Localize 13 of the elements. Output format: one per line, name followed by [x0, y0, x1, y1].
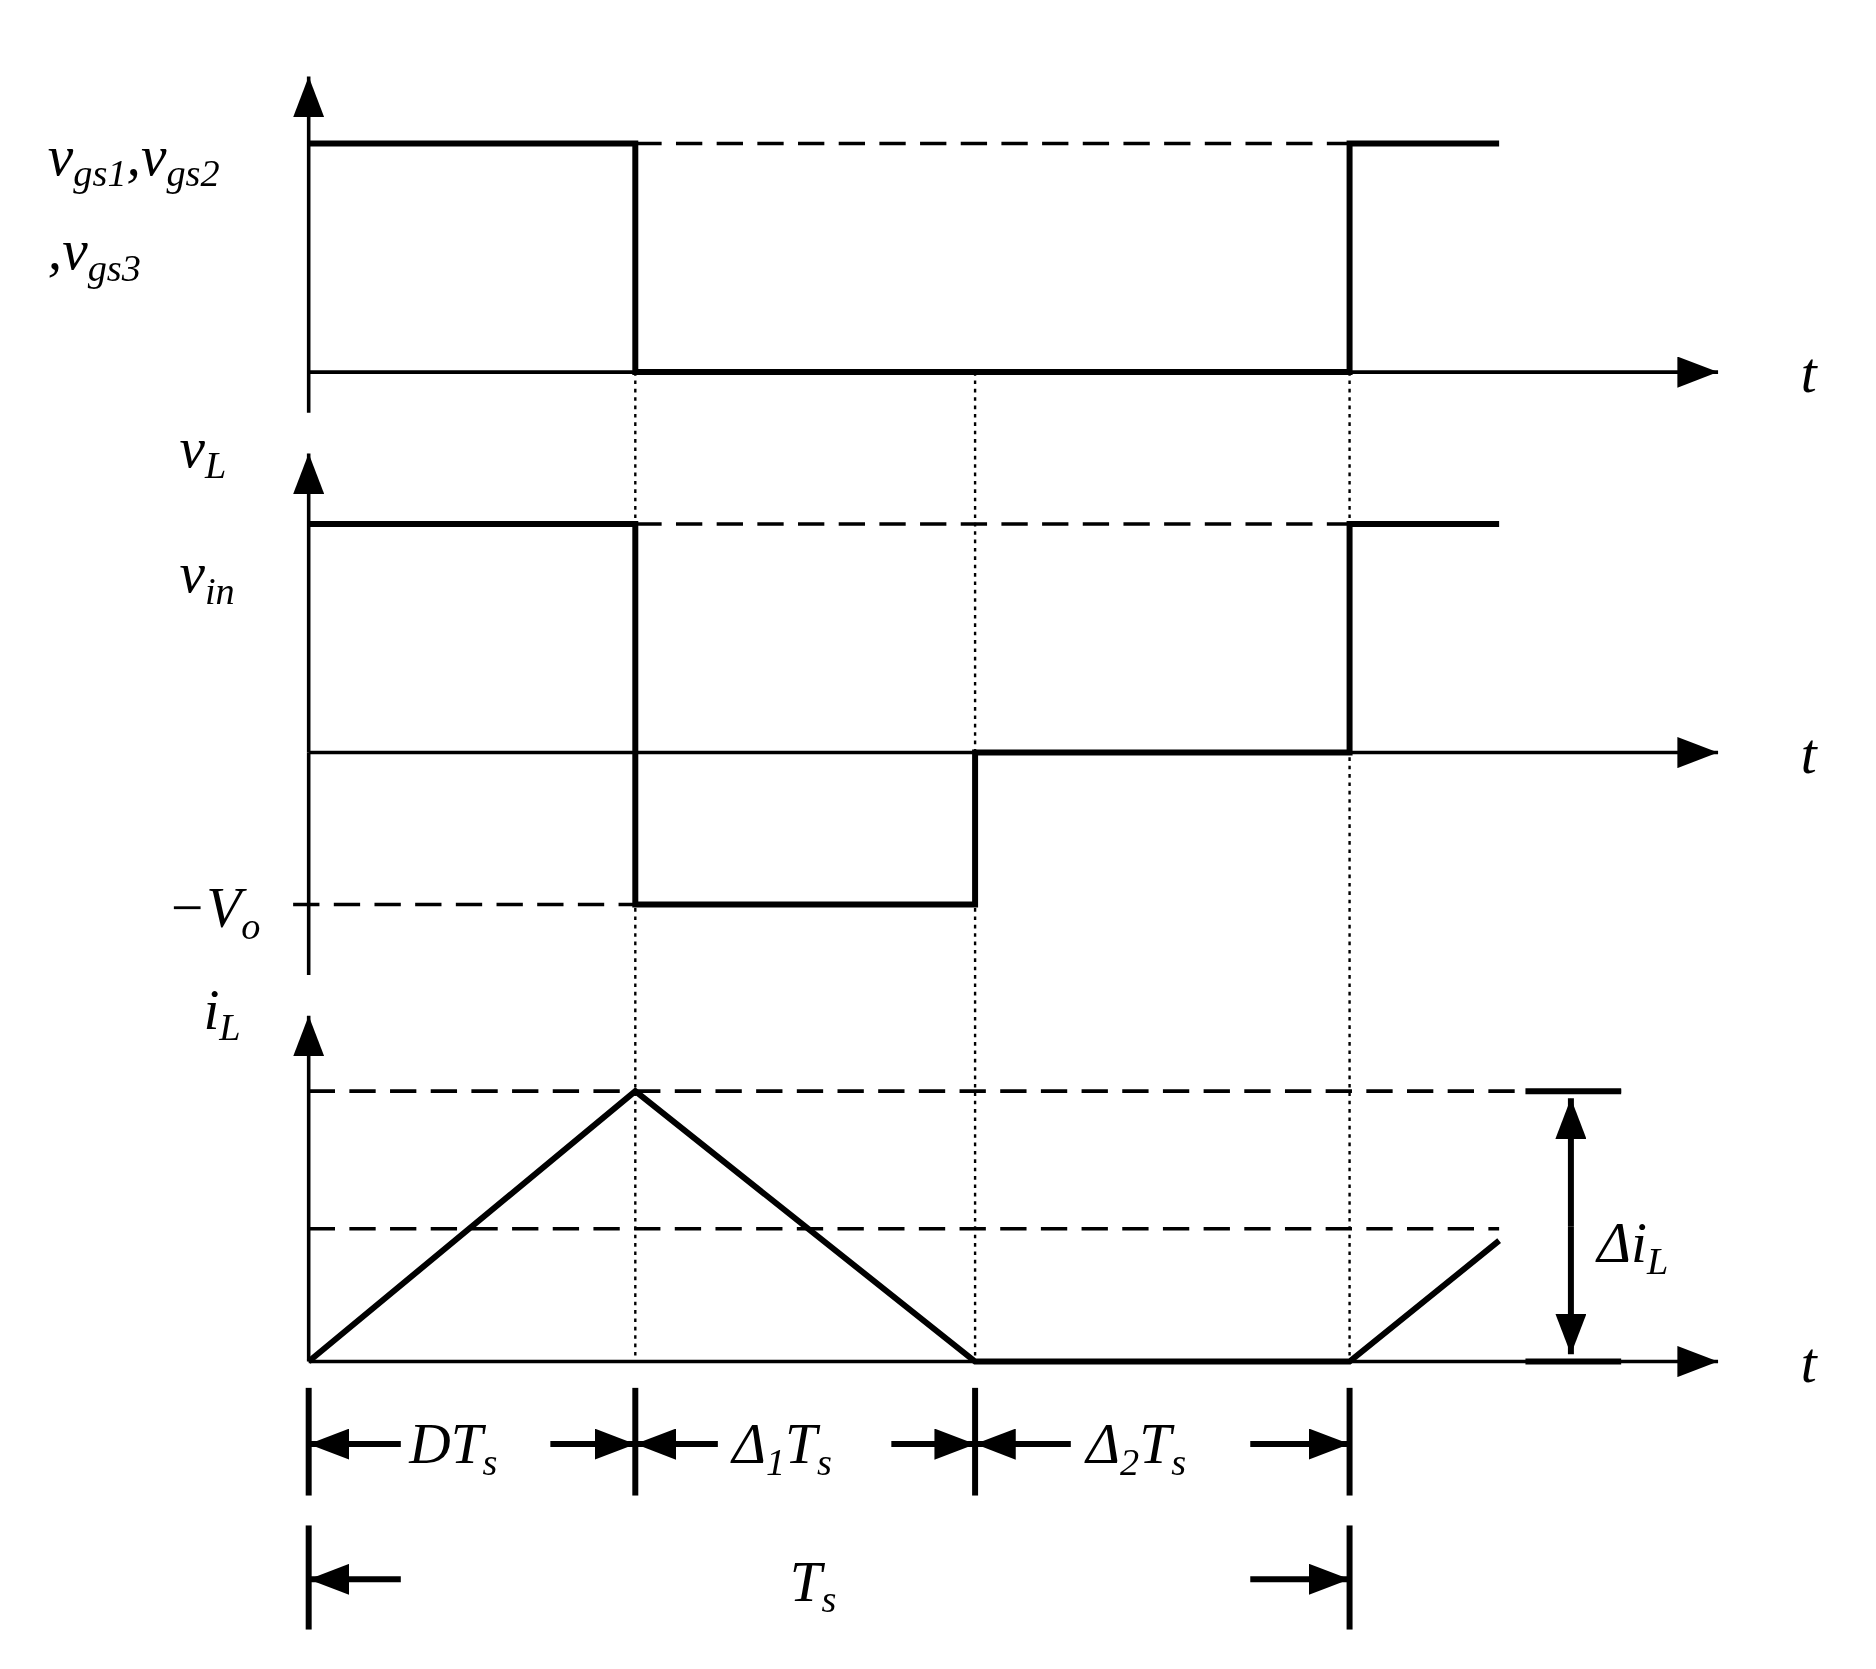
axis-label: t	[1800, 344, 1817, 402]
dimension-label: Δi$_{L}$	[1597, 1214, 1669, 1280]
dimension-label: Δ$_{2}$T$_{s}$	[1086, 1415, 1187, 1481]
axis-label: t	[1800, 725, 1817, 783]
level-label: −V$_{o}$	[167, 879, 261, 945]
dimension-label: DT$_{s}$	[409, 1415, 498, 1481]
dimension-label: T$_{s}$	[789, 1552, 837, 1619]
dimension-label: Δ$_{1}$T$_{s}$	[732, 1415, 832, 1481]
axis-label: t	[1800, 1334, 1817, 1392]
signal-label: v$_{gs1}$,v$_{gs2}$ ,v$_{gs3}$	[47, 122, 221, 291]
level-label: v$_{in}$	[179, 544, 235, 610]
axis-label: v$_{L}$	[179, 418, 227, 485]
axis-label: i$_{L}$	[203, 981, 241, 1047]
